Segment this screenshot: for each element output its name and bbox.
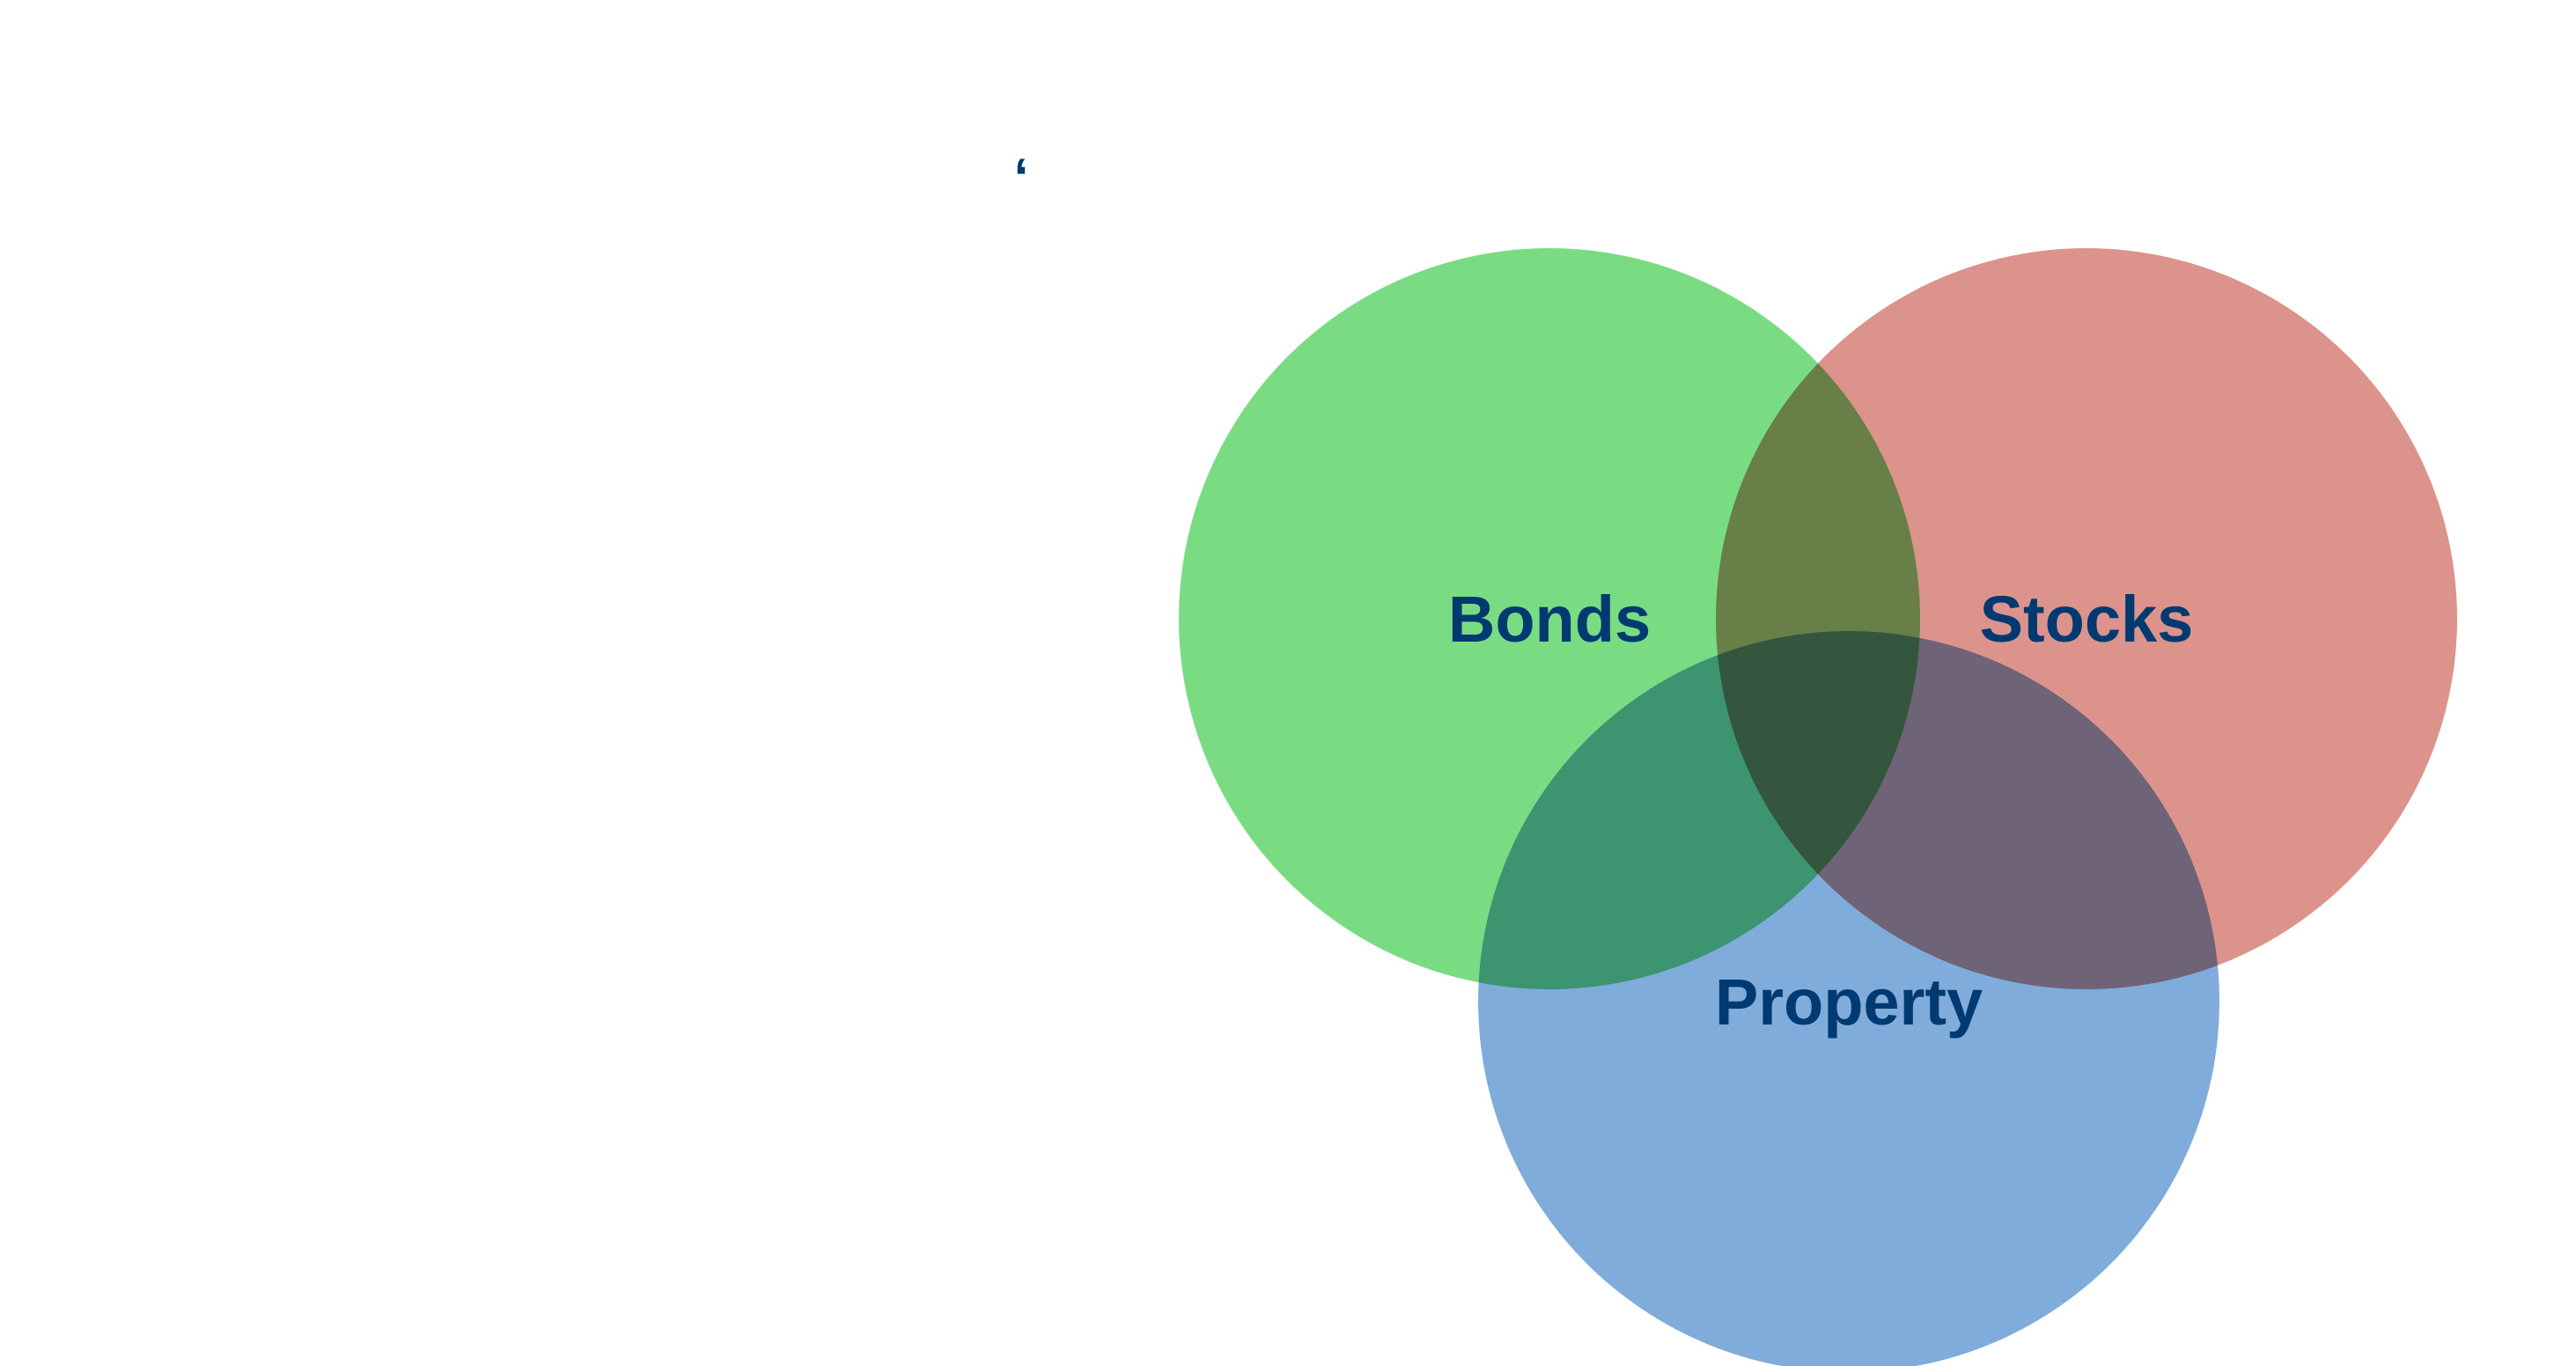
bonds-label: Bonds [1448, 583, 1651, 656]
venn-labels: Bonds Stocks Property [1448, 583, 2193, 1039]
venn-circles [1179, 248, 2457, 1366]
stray-mark: ʻ [1014, 148, 1029, 207]
property-label: Property [1715, 966, 1983, 1039]
property-circle [1478, 631, 2219, 1366]
stocks-label: Stocks [1980, 583, 2194, 656]
